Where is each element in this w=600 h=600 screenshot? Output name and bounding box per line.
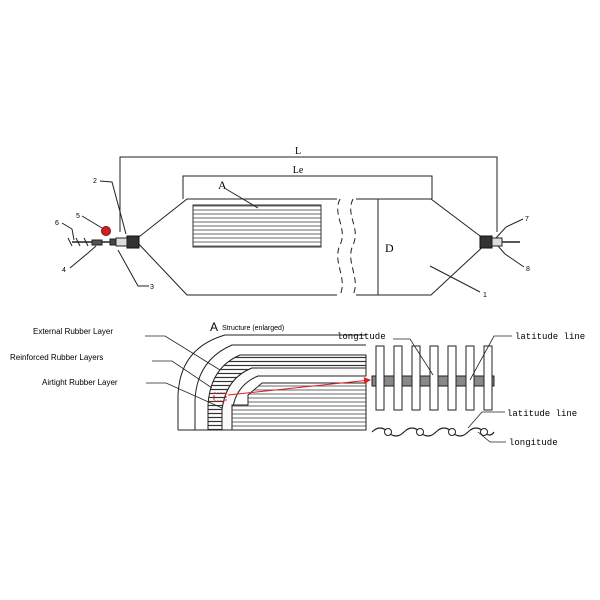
part-number-3: 3 <box>150 284 154 291</box>
structure-title-marker: A <box>210 320 218 334</box>
leader-longitude-bottom <box>477 431 506 443</box>
part-number-2: 2 <box>93 178 97 185</box>
overall-length-label: L <box>295 146 301 157</box>
leader-reinforced-layers <box>152 360 213 389</box>
leader-part-2 <box>99 180 127 235</box>
label-external-rubber-layer: External Rubber Layer <box>33 327 113 336</box>
leader-latitude-bottom <box>467 411 505 429</box>
leader-part-7 <box>495 218 524 239</box>
part-number-5: 5 <box>76 213 80 220</box>
leader-longitude-top <box>393 338 434 376</box>
left-valve-assembly <box>67 226 140 249</box>
longitude-bar <box>465 345 475 411</box>
outer-frame <box>177 334 366 430</box>
leader-detail-a <box>225 188 259 209</box>
longitude-wave <box>371 427 495 437</box>
leader-part-6 <box>61 222 75 241</box>
part-number-1: 1 <box>483 292 487 299</box>
leader-part-1 <box>429 265 481 293</box>
pressure-gauge-icon <box>101 226 111 236</box>
part-number-4: 4 <box>62 267 66 274</box>
leader-latitude-top <box>469 335 512 381</box>
part-number-7: 7 <box>525 216 529 223</box>
weave-diagram <box>371 345 495 437</box>
label-longitude-top: longitude <box>337 332 386 342</box>
label-reinforced-rubber-layers: Reinforced Rubber Layers <box>10 353 103 362</box>
break-mark-left <box>337 198 343 296</box>
longitude-bar <box>393 345 403 411</box>
layer-structure-section <box>177 334 367 431</box>
leader-part-3 <box>117 249 149 287</box>
right-valve-assembly <box>479 235 520 249</box>
effective-length-label: Le <box>293 165 304 176</box>
longitude-bar <box>483 345 493 411</box>
diameter-label: D <box>385 241 394 255</box>
latitude-cross-section <box>416 428 424 436</box>
leader-part-8 <box>497 245 525 268</box>
outer-layer-line <box>194 344 366 430</box>
leader-part-5 <box>81 215 103 229</box>
enlarge-arrow <box>213 377 371 402</box>
airbag-side-view <box>61 156 525 296</box>
latitude-cross-section <box>384 428 392 436</box>
part-number-8: 8 <box>526 266 530 273</box>
effective-length-dimension-line <box>182 175 433 199</box>
structure-title: Structure (enlarged) <box>222 325 284 332</box>
longitude-bar <box>375 345 385 411</box>
break-mark-right <box>350 198 356 296</box>
stepped-core-block <box>231 382 367 431</box>
longitude-bar <box>429 345 439 411</box>
leader-part-4 <box>69 245 97 269</box>
label-airtight-rubber-layer: Airtight Rubber Layer <box>42 378 118 387</box>
label-latitude-line-top: latitude line <box>515 332 585 342</box>
structure-hatched-area <box>192 204 322 248</box>
part-number-6: 6 <box>55 220 59 227</box>
latitude-cross-section <box>448 428 456 436</box>
leader-external-layer <box>145 335 221 371</box>
overall-length-dimension-line <box>119 156 498 232</box>
airbag-body-right <box>356 198 489 296</box>
label-longitude-bottom: longitude <box>509 438 558 448</box>
latitude-cross-section <box>480 428 488 436</box>
longitude-bar <box>447 345 457 411</box>
longitude-bar <box>411 345 421 411</box>
leader-airtight-layer <box>146 382 223 409</box>
label-latitude-line-bottom: latitude line <box>507 409 577 419</box>
detail-a-marker: A <box>218 178 227 192</box>
